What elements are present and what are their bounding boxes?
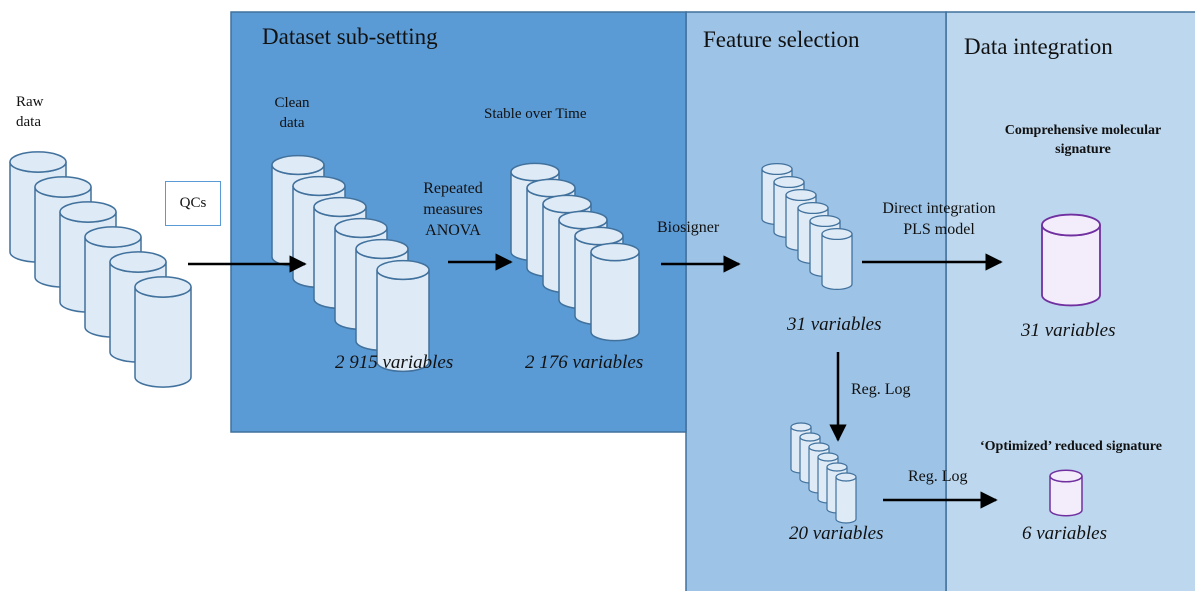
clean-data-cylinder-stack	[271, 154, 430, 373]
reglog-right-label: Reg. Log	[908, 468, 968, 485]
biosigner-label: Biosigner	[657, 219, 720, 236]
database-cylinder	[1041, 213, 1101, 307]
reglog-cylinder-stack	[790, 422, 857, 524]
stable-data-cylinder-stack	[510, 162, 640, 342]
database-cylinder	[1049, 469, 1083, 517]
database-cylinder	[134, 276, 192, 388]
direct-integration-label: Direct integration PLS model	[882, 200, 996, 238]
stable-over-time-label: Stable over Time	[484, 106, 587, 122]
title-dataset-subsetting: Dataset sub-setting	[262, 24, 438, 49]
comprehensive-signature-cylinder	[1041, 213, 1101, 307]
optimized-variables-count: 6 variables	[1022, 523, 1107, 544]
reglog-down-label: Reg. Log	[851, 381, 911, 398]
optimized-signature-cylinder	[1049, 469, 1083, 517]
comprehensive-signature-label: Comprehensive molecular signature	[1004, 123, 1162, 157]
qcs-box: QCs	[165, 181, 221, 226]
panel-feature-selection	[685, 11, 947, 591]
comprehensive-variables-count: 31 variables	[1021, 320, 1116, 341]
stable-variables-count: 2 176 variables	[525, 352, 644, 373]
title-feature-selection: Feature selection	[703, 27, 860, 52]
raw-data-label: Raw data	[16, 94, 44, 131]
clean-variables-count: 2 915 variables	[335, 352, 454, 373]
database-cylinder	[590, 242, 640, 342]
clean-data-label: Clean data	[274, 95, 310, 132]
database-cylinder	[835, 472, 857, 524]
raw-data-cylinder-stack	[9, 151, 192, 388]
title-data-integration: Data integration	[964, 34, 1113, 59]
database-cylinder	[821, 227, 853, 291]
database-cylinder	[376, 259, 430, 373]
repeated-measures-label: Repeated measures ANOVA	[423, 180, 483, 239]
biosigner-variables-count: 31 variables	[787, 314, 882, 335]
qcs-label: QCs	[179, 195, 207, 211]
reglog-variables-count: 20 variables	[789, 523, 884, 544]
biosigner-cylinder-stack	[761, 162, 853, 291]
optimized-signature-label: ‘Optimized’ reduced signature	[980, 439, 1162, 454]
